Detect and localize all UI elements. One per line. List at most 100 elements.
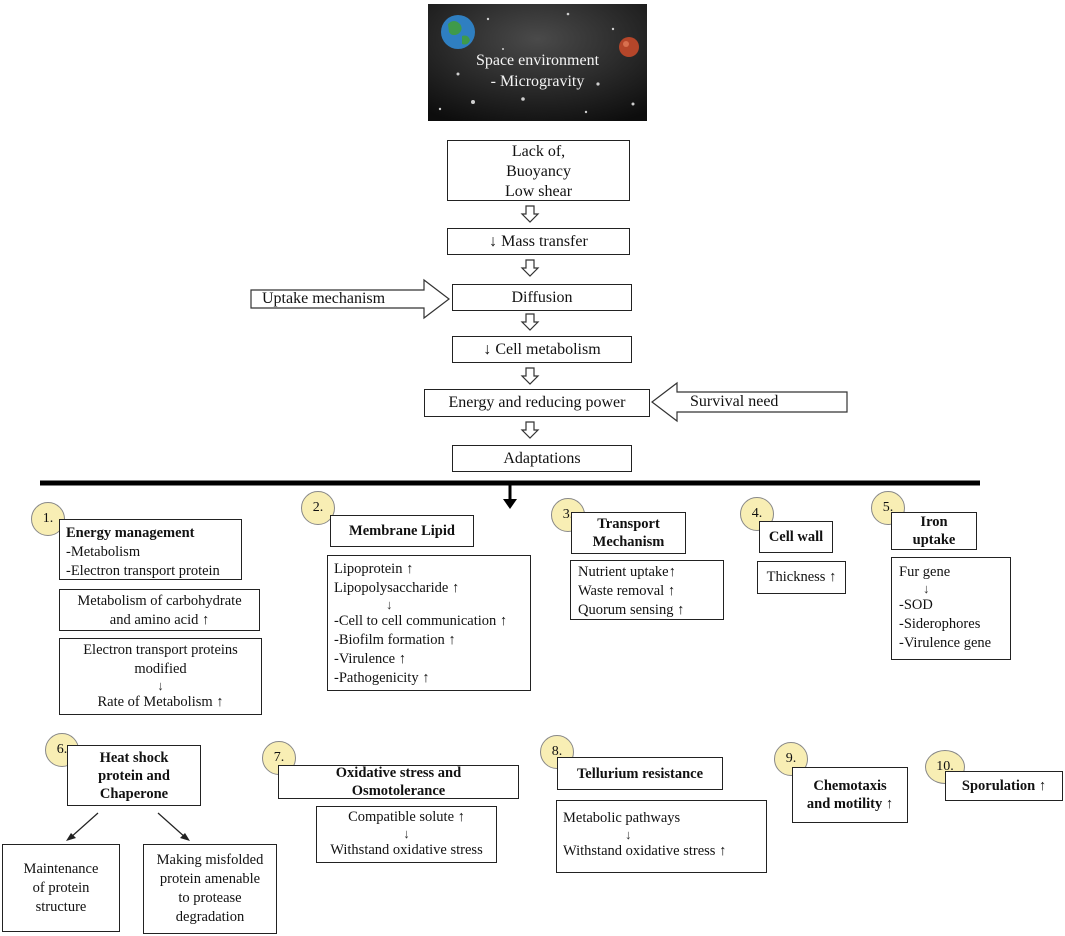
maintenance-line: structure (35, 898, 87, 915)
energy-detail: -Metabolism (66, 544, 141, 560)
uptake-mechanism-label: Uptake mechanism (262, 290, 386, 307)
heat-shock-title-line: Chaperone (99, 785, 169, 802)
etp-line: Rate of Metabolism ↑ (97, 694, 224, 710)
cell-wall-title: Cell wall (768, 529, 824, 545)
earth-icon (441, 15, 475, 49)
down-arrow-1 (520, 205, 540, 223)
space-background (428, 4, 647, 121)
small-down-arrow: ↓ (386, 597, 393, 612)
chemotaxis-box: Chemotaxis and motility ↑ (792, 767, 908, 823)
small-down-arrow: ↓ (403, 826, 410, 841)
oxidative-title-line: Osmotolerance (351, 783, 446, 799)
oxidative-title-box: Oxidative stress and Osmotolerance (278, 765, 519, 799)
misfolded-protein-box: Making misfolded protein amenable to pro… (143, 844, 277, 934)
misfolded-line: to protease (178, 890, 242, 906)
heat-shock-title-line: protein and (98, 767, 170, 784)
membrane-lipid-title-box: Membrane Lipid (330, 515, 474, 547)
down-arrow-5 (520, 421, 540, 439)
space-environment-image: Space environment - Microgravity (428, 4, 647, 121)
misfolded-line: degradation (175, 909, 245, 925)
small-down-arrow: ↓ (625, 827, 632, 842)
branch-left-line (69, 812, 99, 839)
survival-need-label: Survival need (690, 393, 779, 410)
iron-line: -Virulence gene (899, 635, 992, 651)
energy-management-box: Energy management -Metabolism -Electron … (59, 519, 242, 580)
energy-detail: -Electron transport protein (66, 563, 220, 579)
energy-management-title: Energy management (66, 525, 195, 541)
bold-down-arrow (503, 499, 517, 509)
adaptations-box: Adaptations (452, 445, 632, 472)
oxidative-line: Compatible solute ↑ (348, 809, 465, 825)
carb-line: Metabolism of carbohydrate (77, 593, 242, 609)
transport-title-line: Transport (597, 516, 660, 532)
cell-wall-line: Thickness ↑ (766, 569, 837, 585)
heat-shock-title-box: Heat shock protein and Chaperone (67, 745, 201, 806)
space-text-line2: - Microgravity (490, 73, 585, 90)
transport-line: Waste removal ↑ (578, 583, 676, 599)
sporulation-box: Sporulation ↑ (945, 771, 1063, 801)
tellurium-content-box: Metabolic pathways ↓ Withstand oxidative… (556, 800, 767, 873)
tellurium-title-box: Tellurium resistance (557, 757, 723, 790)
carb-line: and amino acid ↑ (109, 612, 210, 628)
etp-line: modified (134, 661, 187, 677)
lack-of-line: Buoyancy (506, 163, 571, 180)
mass-transfer-box: ↓ Mass transfer (447, 228, 630, 255)
misfolded-line: Making misfolded (156, 852, 264, 868)
oxidative-line: Withstand oxidative stress (330, 842, 483, 858)
oxidative-title-line: Oxidative stress and (335, 765, 462, 781)
lipid-line: -Pathogenicity ↑ (334, 670, 430, 686)
lipid-line: -Virulence ↑ (334, 651, 406, 667)
small-down-arrow: ↓ (923, 581, 930, 596)
space-text-line1: Space environment (475, 52, 600, 69)
cell-metabolism-label: ↓ Cell metabolism (483, 340, 601, 358)
adaptations-label: Adaptations (503, 449, 581, 467)
lipid-line: -Cell to cell communication ↑ (334, 613, 508, 629)
lack-of-line: Low shear (504, 183, 573, 200)
transport-title-box: Transport Mechanism (571, 512, 686, 554)
down-arrow-2 (520, 259, 540, 277)
mass-transfer-label: ↓ Mass transfer (489, 232, 588, 250)
heat-shock-title-line: Heat shock (99, 749, 169, 766)
small-down-arrow: ↓ (157, 678, 164, 693)
sporulation-title: Sporulation ↑ (961, 778, 1047, 794)
transport-title-line: Mechanism (592, 534, 665, 550)
mars-icon (619, 37, 639, 57)
etp-line: Electron transport proteins (83, 642, 238, 658)
transport-line: Quorum sensing ↑ (578, 602, 685, 618)
number-badge-2: 2. (301, 491, 335, 525)
energy-box: Energy and reducing power (424, 389, 650, 417)
protein-maintenance-box: Maintenance of protein structure (2, 844, 120, 932)
transport-content-box: Nutrient uptake↑ Waste removal ↑ Quorum … (570, 560, 724, 620)
electron-transport-box: Electron transport proteins modified ↓ R… (59, 638, 262, 715)
chemotaxis-line: Chemotaxis (813, 778, 887, 794)
lack-of-box: Lack of, Buoyancy Low shear (447, 140, 630, 201)
maintenance-line: of protein (32, 879, 90, 896)
iron-uptake-content-box: Fur gene ↓ -SOD -Siderophores -Virulence… (891, 557, 1011, 660)
lack-of-line: Lack of, (511, 143, 566, 160)
flow-down-arrows (520, 205, 540, 439)
cell-wall-content-box: Thickness ↑ (757, 561, 846, 594)
iron-title-line: uptake (912, 532, 956, 548)
iron-line: -Siderophores (899, 616, 981, 632)
oxidative-content-box: Compatible solute ↑ ↓ Withstand oxidativ… (316, 806, 497, 863)
transport-line: Nutrient uptake↑ (578, 564, 676, 580)
tellurium-line: Metabolic pathways (563, 810, 681, 826)
carb-metabolism-box: Metabolism of carbohydrate and amino aci… (59, 589, 260, 631)
tellurium-line: Withstand oxidative stress ↑ (563, 843, 727, 859)
membrane-lipid-content-box: Lipoprotein ↑ Lipopolysaccharide ↑ ↓ -Ce… (327, 555, 531, 691)
diffusion-box: Diffusion (452, 284, 632, 311)
branch-right-line (157, 812, 187, 839)
maintenance-line: Maintenance (23, 860, 99, 877)
iron-uptake-title-box: Iron uptake (891, 512, 977, 550)
lipid-line: Lipopolysaccharide ↑ (334, 580, 460, 596)
chemotaxis-line: and motility ↑ (806, 796, 894, 812)
lipid-line: Lipoprotein ↑ (334, 561, 414, 577)
tellurium-title: Tellurium resistance (576, 765, 704, 782)
misfolded-line: protein amenable (159, 871, 261, 887)
diffusion-label: Diffusion (511, 288, 573, 306)
iron-line: -SOD (899, 597, 933, 613)
iron-line: Fur gene (899, 564, 951, 580)
uptake-arrow-shape (250, 278, 450, 320)
